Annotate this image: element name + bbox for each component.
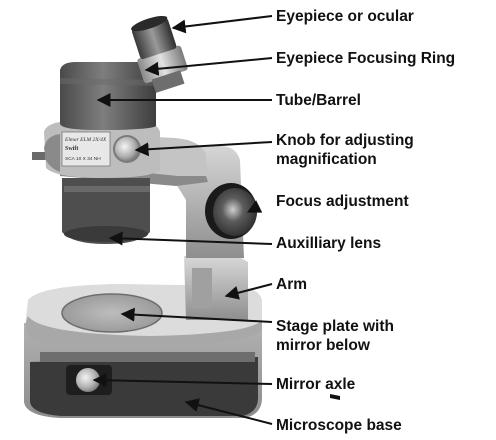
arrow-focus [246, 199, 273, 213]
arrow-arm [224, 283, 273, 300]
arrow-eyepiece [171, 15, 273, 34]
label-tube-barrel: Tube/Barrel [276, 92, 361, 109]
label-stage-line2: mirror below [276, 337, 370, 354]
nameplate-line2: Swift [65, 146, 78, 152]
auxiliary-lens-housing [62, 178, 150, 244]
arrow-base [184, 398, 273, 425]
label-eyepiece: Eyepiece or ocular [276, 8, 414, 25]
label-knob-line2: magnification [276, 151, 377, 168]
focus-adjustment-knob [205, 183, 257, 239]
arrow-aux-lens [108, 231, 273, 246]
nameplate-line3: SCA 10 X 34 NH [65, 156, 101, 162]
magnification-knob [113, 135, 141, 163]
arrow-focusing-ring [144, 57, 273, 76]
leader-arrows [92, 15, 273, 425]
eyepiece-assembly [131, 15, 188, 93]
arrow-mirror-axle [92, 373, 273, 388]
label-focus-adjustment: Focus adjustment [276, 193, 409, 210]
label-mirror-axle: Mirror axle [276, 376, 356, 393]
label-knob-line1: Knob for adjusting [276, 132, 414, 149]
label-microscope-base: Microscope base [276, 417, 402, 434]
nameplate-line1: Elmar ELM 2X/4X [64, 136, 107, 143]
label-eyepiece-focusing-ring: Eyepiece Focusing Ring [276, 50, 456, 67]
arrow-stage [120, 307, 273, 323]
label-stage-line1: Stage plate with [276, 318, 394, 335]
arrow-knob [134, 141, 273, 157]
label-arm: Arm [276, 276, 308, 293]
label-auxiliary-lens: Auxilliary lens [276, 235, 382, 252]
